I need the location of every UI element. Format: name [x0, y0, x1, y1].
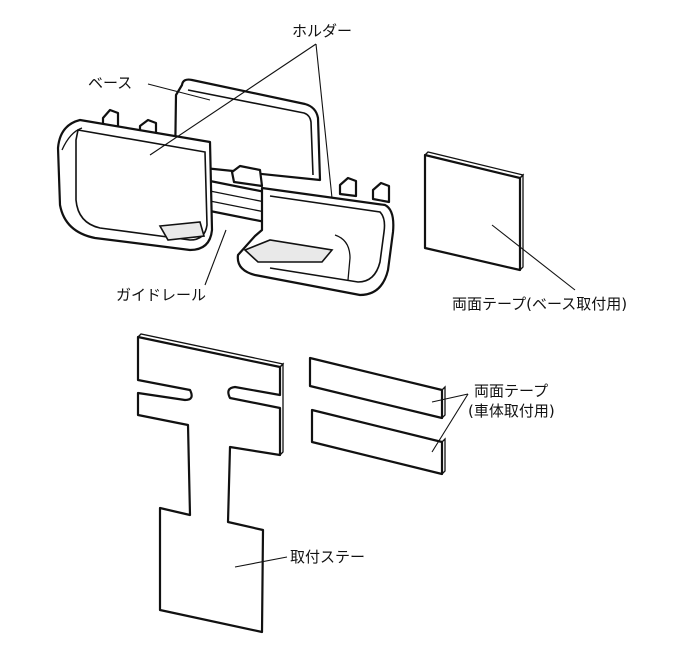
label-tape-body-line1: 両面テープ [474, 382, 549, 400]
label-base: ベース [88, 74, 133, 92]
label-stay: 取付ステー [290, 548, 366, 566]
tape-body-mount [308, 356, 446, 476]
label-tape-base-mount: 両面テープ(ベース取付用) [452, 295, 628, 313]
right-base-cup [236, 186, 395, 297]
label-tape-body-line2: (車体取付用) [468, 402, 555, 420]
label-holder: ホルダー [292, 22, 353, 40]
label-guide-rail: ガイドレール [116, 286, 207, 304]
tape-base-mount [423, 151, 525, 272]
mounting-stay [136, 333, 285, 634]
left-base-cup [56, 118, 214, 252]
leader-lines [147, 43, 576, 568]
